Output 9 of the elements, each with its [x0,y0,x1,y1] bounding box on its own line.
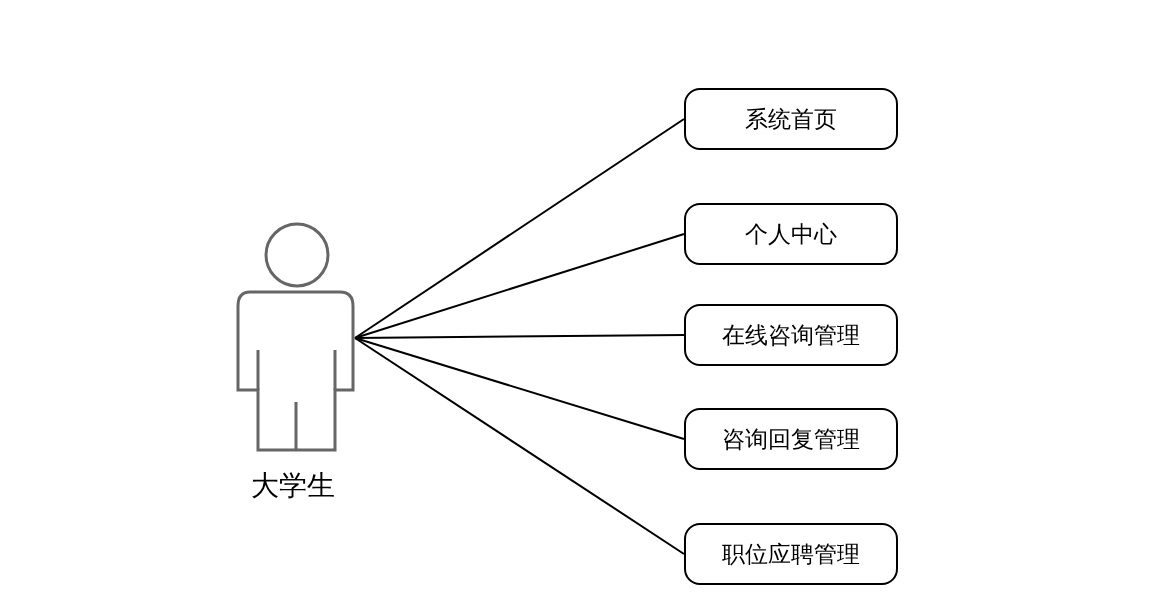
use-case-box: 咨询回复管理 [684,408,898,470]
use-case-box: 个人中心 [684,203,898,265]
association-line [354,337,685,440]
actor-name: 大学生 [249,468,336,504]
association-line [354,337,685,555]
use-case-box: 职位应聘管理 [684,523,898,585]
association-line [354,118,685,339]
use-case-box: 系统首页 [684,88,898,150]
use-case-box: 在线咨询管理 [684,304,898,366]
